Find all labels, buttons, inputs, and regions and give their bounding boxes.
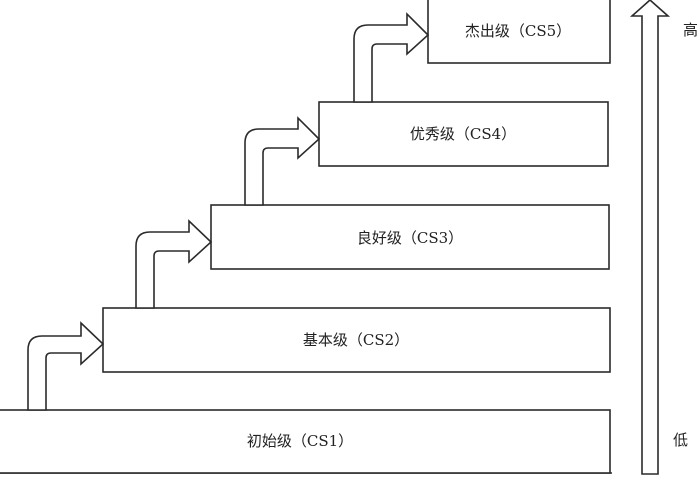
- level-cs5-box: [427, 0, 611, 64]
- level-cs3-box: [210, 204, 610, 270]
- level-cs1-box: [0, 409, 611, 474]
- level-cs2-box: [102, 307, 611, 373]
- level-cs2-label: 基本级（CS2）: [303, 331, 409, 349]
- level-cs1-label: 初始级（CS1）: [247, 432, 353, 450]
- scale-high-label: 高: [683, 21, 698, 39]
- level-cs4: 优秀级（CS4）: [318, 101, 609, 167]
- bent-arrow-cs3-to-cs4: [244, 116, 321, 206]
- level-cs2: 基本级（CS2）: [102, 307, 611, 373]
- level-cs1: 初始级（CS1）: [0, 409, 611, 474]
- level-cs5-label: 杰出级（CS5）: [465, 22, 571, 40]
- level-cs5: 杰出级（CS5）: [427, 0, 611, 64]
- bent-arrow-cs2-to-cs3: [135, 219, 213, 309]
- bent-arrow-cs4-to-cs5: [353, 12, 430, 103]
- level-cs3: 良好级（CS3）: [210, 204, 610, 270]
- scale-up-arrow: [629, 0, 671, 475]
- level-cs3-label: 良好级（CS3）: [357, 229, 463, 247]
- scale-low-label: 低: [673, 431, 688, 449]
- level-cs4-label: 优秀级（CS4）: [410, 125, 516, 143]
- level-cs4-box: [318, 101, 609, 167]
- bent-arrow-cs1-to-cs2: [27, 321, 105, 411]
